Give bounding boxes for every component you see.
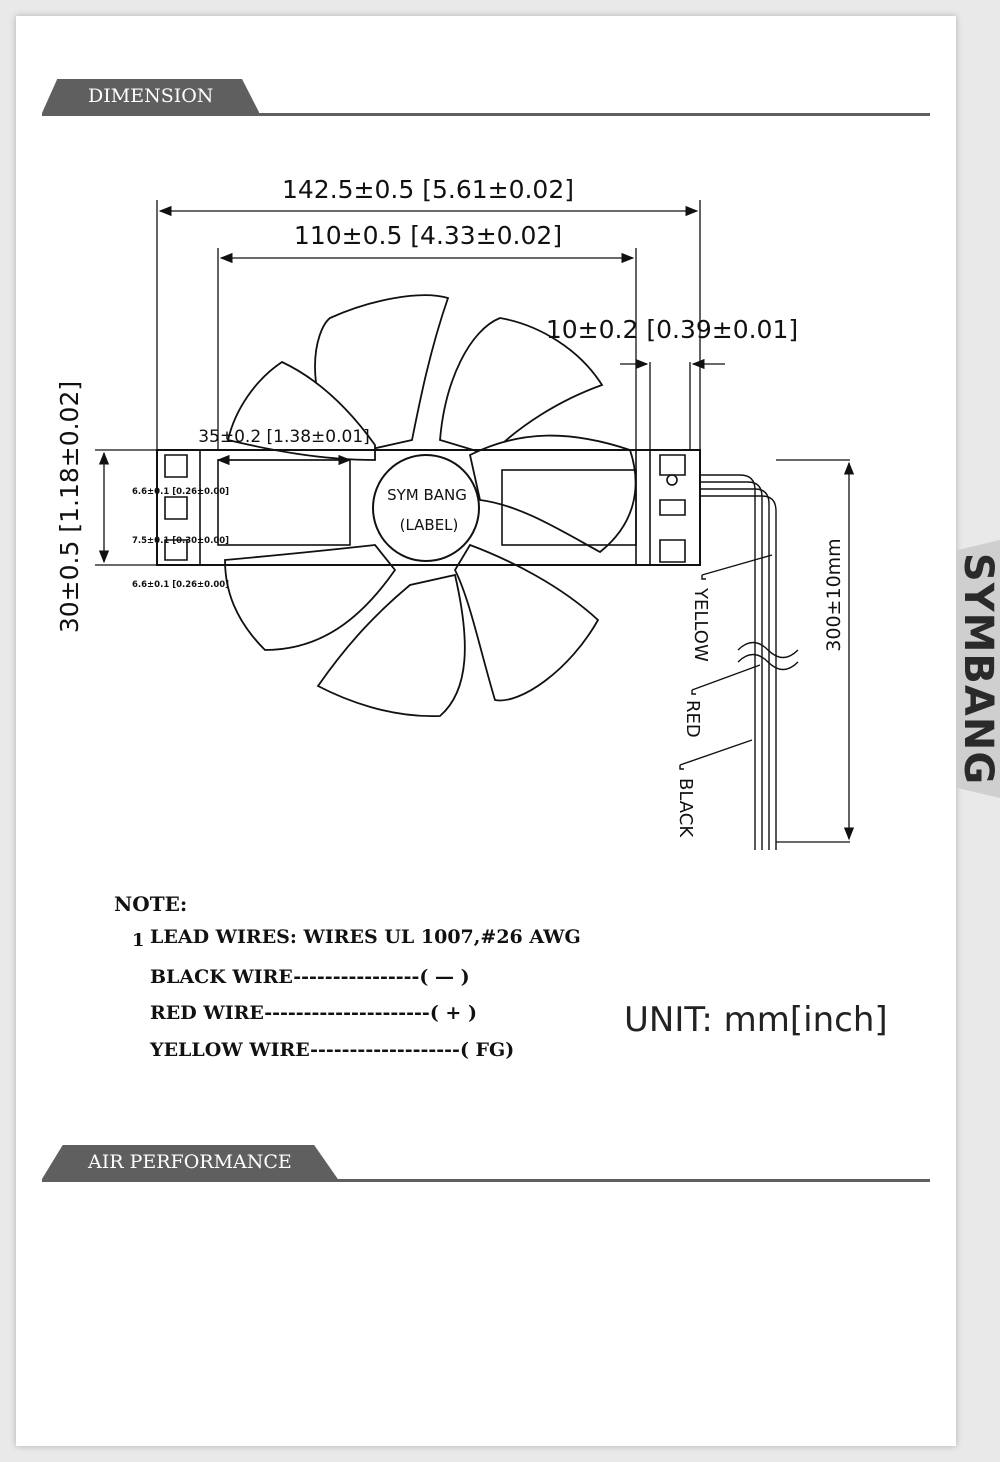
note-black-wire: BLACK WIRE----------------( — ) — [150, 966, 470, 988]
note-red-wire: RED WIRE---------------------( + ) — [150, 1002, 477, 1024]
wire-label-yellow: YELLOW — [690, 587, 711, 662]
note-item-number: 1 — [132, 930, 145, 951]
wire-label-red: RED — [682, 700, 703, 738]
fan-dimension-drawing: 142.5±0.5 [5.61±0.02] 110±0.5 [4.33±0.02… — [55, 175, 855, 850]
lead-wires — [679, 474, 799, 850]
height-dim: 30±0.5 [1.18±0.02] — [55, 381, 84, 633]
fan-frame — [156, 449, 701, 566]
frame-width-dim: 110±0.5 [4.33±0.02] — [294, 221, 562, 250]
hub-label-1: SYM BANG — [387, 486, 467, 504]
overall-width-dim: 142.5±0.5 [5.61±0.02] — [282, 175, 574, 204]
side-brand-tab: SYMBANG — [956, 540, 1000, 798]
unit-label: UNIT: mm[inch] — [624, 1000, 888, 1040]
connector-width-dim: 10±0.2 [0.39±0.01] — [546, 315, 798, 344]
hub-label-2: (LABEL) — [400, 516, 459, 534]
dimension-section-header: DIMENSION — [42, 78, 930, 116]
brand-logo-text: SYMBANG — [955, 552, 1000, 786]
dimension-lines — [95, 200, 855, 843]
fan-blades — [224, 294, 637, 717]
dimension-tab: DIMENSION — [42, 79, 260, 113]
fan-hub — [372, 454, 480, 562]
header-rule — [42, 113, 930, 116]
wire-label-black: BLACK — [675, 778, 696, 838]
frame-depth-dim: 35±0.2 [1.38±0.01] — [198, 427, 370, 447]
air-performance-tab: AIR PERFORMANCE — [42, 1145, 338, 1179]
small-dim-1: 6.6±0.1 [0.26±0.00] — [132, 487, 229, 497]
air-performance-section-header: AIR PERFORMANCE — [42, 1144, 930, 1182]
note-yellow-wire: YELLOW WIRE-------------------( FG) — [150, 1039, 515, 1061]
notes-title: NOTE: — [114, 892, 188, 916]
wire-length-dim: 300±10mm — [823, 538, 845, 651]
note-lead-wires: LEAD WIRES: WIRES UL 1007,#26 AWG — [150, 926, 581, 948]
small-dim-3: 6.6±0.1 [0.26±0.00] — [132, 580, 229, 590]
header-rule — [42, 1179, 930, 1182]
small-dim-2: 7.5±0.1 [0.30±0.00] — [132, 536, 229, 546]
